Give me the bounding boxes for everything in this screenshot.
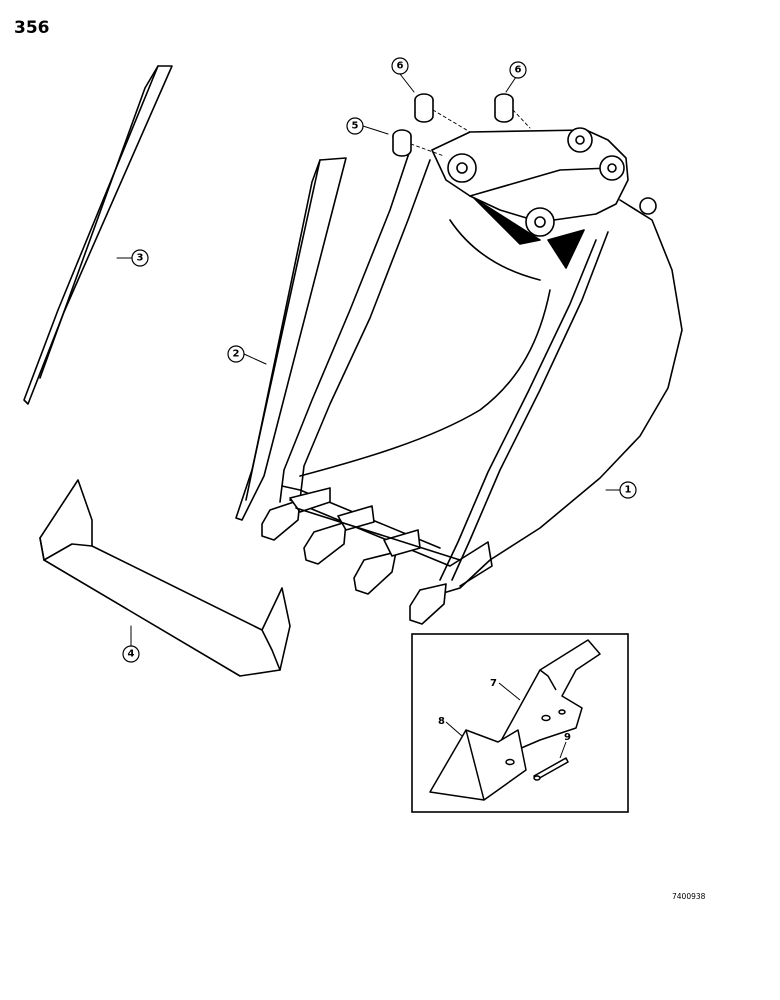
inset-label-7: 7	[490, 678, 497, 689]
callout-6a: 6	[391, 57, 409, 75]
tooth-adapter	[495, 639, 601, 753]
page-number: 356	[14, 18, 50, 38]
callout-1-label: 1	[625, 485, 632, 496]
assembly-lines	[410, 109, 531, 157]
inset-label-9: 9	[564, 732, 571, 743]
side-cutter-short	[235, 157, 347, 521]
bushing-6-right	[494, 93, 514, 123]
callout-4: 4	[122, 645, 140, 663]
callout-4-label: 4	[128, 649, 135, 660]
callout-3: 3	[131, 249, 149, 267]
callout-6b: 6	[509, 61, 527, 79]
callout-6b-label: 6	[515, 65, 522, 76]
bushing-5	[392, 129, 412, 157]
inset-label-8: 8	[438, 716, 445, 727]
callout-3-label: 3	[137, 253, 144, 264]
side-cutter-long	[23, 65, 173, 405]
bucket-guard-plate	[39, 479, 291, 677]
callout-5-label: 5	[352, 121, 359, 132]
drawing-code: 7400938	[672, 892, 706, 901]
bushing-6-left	[414, 93, 434, 123]
callout-2: 2	[227, 345, 245, 363]
bucket-body	[279, 127, 683, 595]
callout-1: 1	[619, 481, 637, 499]
callout-5: 5	[346, 117, 364, 135]
callout-6a-label: 6	[397, 61, 404, 72]
bucket-teeth	[261, 487, 461, 625]
tooth-detail-inset: 7 8 9	[411, 633, 629, 813]
callout-2-label: 2	[233, 349, 240, 360]
